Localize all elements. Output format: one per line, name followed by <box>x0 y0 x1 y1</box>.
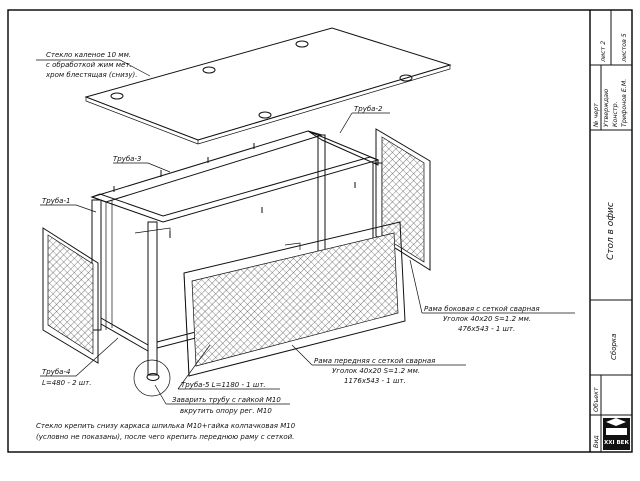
weld-label-line2: вкрутить опору рег. М10 <box>180 407 272 415</box>
view-label: Вид <box>593 435 600 448</box>
callouts: Стекло каленое 10 мм. с обработкой жим м… <box>36 51 540 441</box>
assembly-note-line2: (условно не показаны), после чего крепит… <box>36 433 294 441</box>
side-frame-label-line1: Рама боковая с сеткой сварная <box>424 305 540 313</box>
approved-label: Утверждаю <box>603 88 610 127</box>
drawing-frame <box>7 9 633 453</box>
right-side-mesh-frame <box>375 128 431 271</box>
designer-label: Констр. <box>612 101 619 127</box>
pipe3-label: Труба-3 <box>113 155 141 163</box>
object-value: Сборка <box>610 334 618 360</box>
sheet-number: лист 2 <box>600 41 607 63</box>
leader-lines <box>36 59 575 405</box>
glass-label-line3: хром блестящая (снизу). <box>45 71 137 79</box>
pipe4-label-line2: L=480 - 2 шт. <box>42 379 92 387</box>
left-side-mesh-frame <box>42 227 99 364</box>
pipe4-label-line1: Труба-4 <box>42 368 70 376</box>
side-frame-label-line3: 476х543 - 1 шт. <box>458 325 515 333</box>
front-frame-label-line3: 1176х543 - 1 шт. <box>344 377 406 385</box>
drawing-number-label: № черт <box>593 103 600 128</box>
side-frame-label-line2: Уголок 40х20 S=1.2 мм. <box>443 315 531 323</box>
logo-text: XXI ВЕК <box>604 440 629 446</box>
front-frame-label-line1: Рама передняя с сеткой сварная <box>314 357 435 365</box>
designer-name: Трифонов Е.М. <box>621 79 628 127</box>
pipe1-label: Труба-1 <box>42 197 70 205</box>
glass-label-line1: Стекло каленое 10 мм. <box>46 51 131 59</box>
title-block: лист 2 листов 5 № черт Утверждаю Констр.… <box>590 10 632 452</box>
assembly-note-line1: Стекло крепить снизу каркаса шпилька М10… <box>36 422 296 430</box>
pipe5-label: Труба-5 L=1180 - 1 шт. <box>181 381 266 389</box>
glass-label-line2: с обработкой жим мет. <box>46 61 132 69</box>
drawing-title: Стол в офис <box>606 202 616 260</box>
front-mesh-frame <box>183 221 406 377</box>
foot-detail-circle <box>133 359 171 397</box>
glass-tabletop <box>84 27 452 145</box>
sheet-count: листов 5 <box>621 33 628 63</box>
weld-label-line1: Заварить трубу с гайкой М10 <box>172 396 281 404</box>
pipe2-label: Труба-2 <box>354 105 383 113</box>
object-label: Объект <box>592 387 600 412</box>
company-logo: XXI ВЕК <box>603 418 630 450</box>
front-frame-label-line2: Уголок 40х20 S=1.2 мм. <box>332 367 420 375</box>
